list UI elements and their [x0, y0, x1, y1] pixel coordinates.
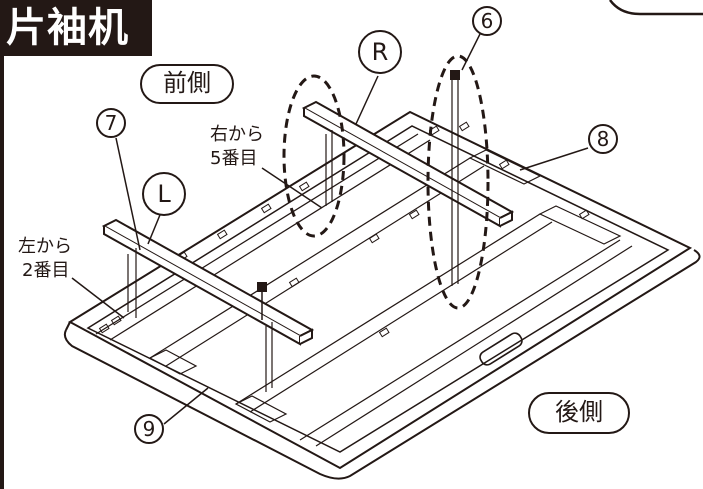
right-position-label-line1: 右から — [210, 124, 264, 145]
corner-frame — [608, 0, 703, 16]
back-side-label: 後側 — [528, 392, 630, 434]
title-badge: 片袖机 — [0, 0, 152, 56]
highlight-ovals — [282, 54, 490, 310]
part-number-8: 8 — [588, 124, 618, 154]
part-number-7: 7 — [96, 108, 126, 138]
guide-lines — [127, 78, 459, 392]
front-side-label: 前側 — [140, 64, 234, 104]
desktop-frame — [63, 110, 701, 480]
right-position-label-line2: 5番目 — [210, 148, 258, 169]
left-position-label-line2: 2番目 — [22, 260, 70, 281]
part-number-6: 6 — [472, 6, 502, 36]
bracket-left — [101, 218, 315, 346]
screws — [257, 70, 460, 292]
left-position-label-line1: 左から — [18, 236, 72, 257]
bracket-right — [301, 100, 515, 228]
leader-lines — [71, 25, 589, 425]
left-side-mark: L — [142, 172, 186, 216]
right-side-mark: R — [358, 30, 402, 74]
part-number-9: 9 — [134, 414, 164, 444]
